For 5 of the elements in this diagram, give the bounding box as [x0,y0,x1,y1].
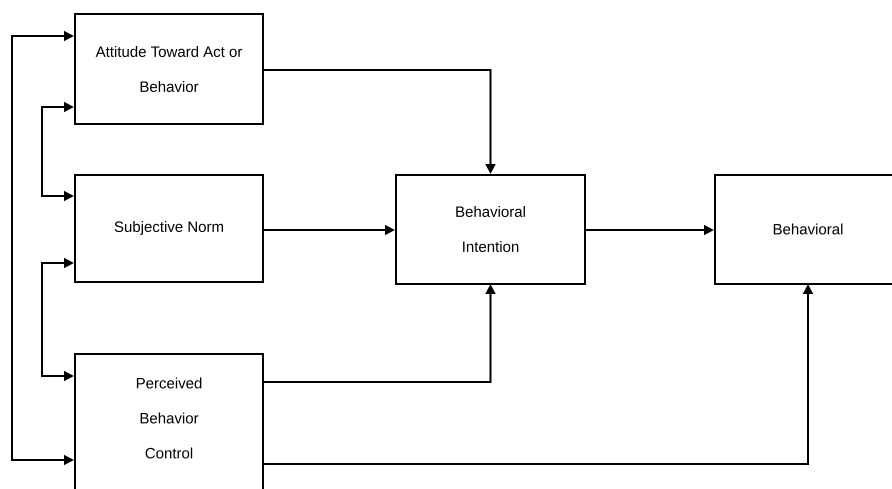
box: Behavioral Intention [395,174,586,285]
box: Perceived Behavior Control [74,353,264,489]
box: Attitude Toward Act or Behavior [74,13,264,125]
box: Subjective Norm [74,174,264,283]
box: Behavioral [714,174,892,285]
